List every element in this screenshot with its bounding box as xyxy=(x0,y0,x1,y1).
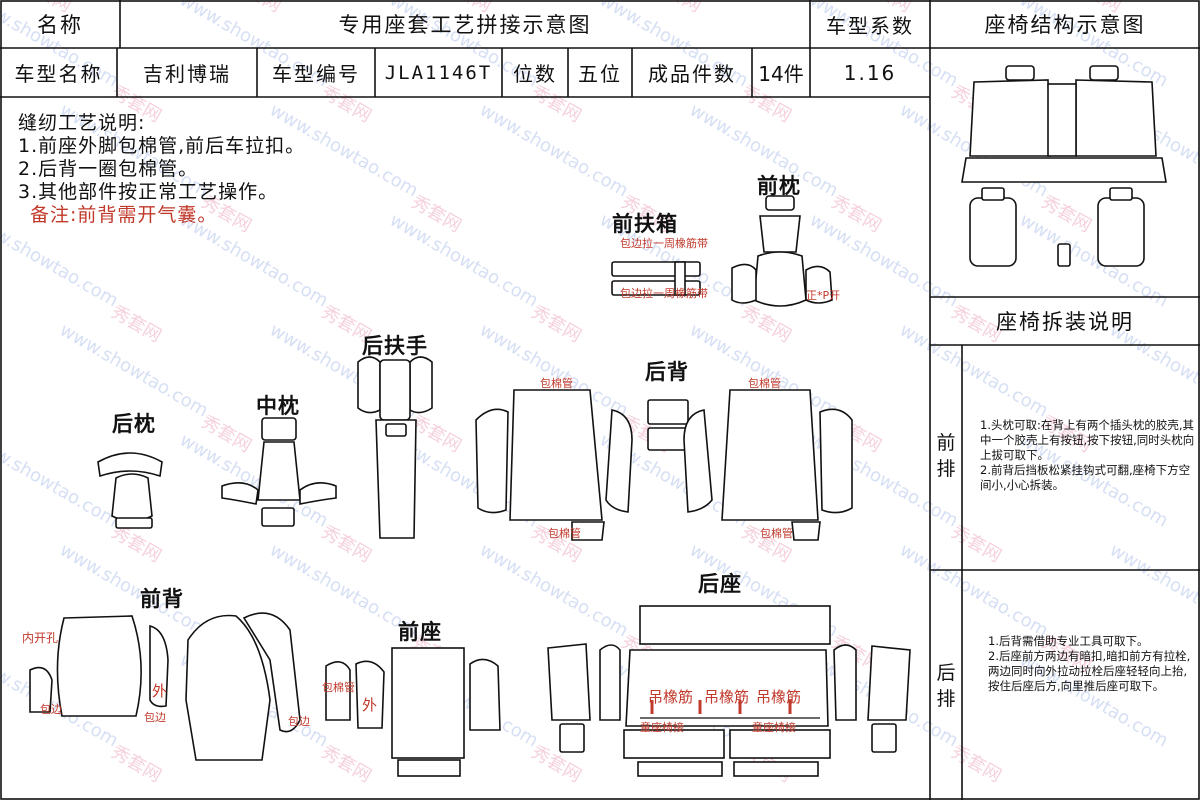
label-front-pillow: 前枕 xyxy=(757,174,801,198)
annot-bao-mian-guan-rear-back-left: 包棉管 xyxy=(540,377,573,390)
annot-zheng-kai: 正*P开 xyxy=(806,289,841,302)
model-code-label: 车型编号 xyxy=(272,62,360,86)
structure-diagram xyxy=(961,65,1167,267)
sewing-notes: 缝纫工艺说明: 1.前座外脚包棉管,前后车拉扣。 2.后背一圈包棉管。 3.其他… xyxy=(18,112,305,227)
seats-label: 位数 xyxy=(513,62,557,86)
front-pillow-pieces xyxy=(731,195,833,307)
label-front-armbox: 前扶箱 xyxy=(612,212,678,236)
rear-row-label: 后排 xyxy=(936,662,956,710)
annot-tong-zuo-yi-jie-1: 童座椅接 xyxy=(640,721,684,734)
annot-bao-mian-guan-rear-back-bottom: 包棉管 xyxy=(548,527,581,540)
annot-bao-mian-guan-rear-back-bottom-right: 包棉管 xyxy=(760,527,793,540)
disassembly-title: 座椅拆装说明 xyxy=(996,310,1134,334)
annot-wai-front-back: 外 xyxy=(152,682,168,700)
annot-diao-xiang-jin-2: 吊橡筋 xyxy=(704,688,750,706)
annot-edge-strip-1: 包边拉一周橡筋带 xyxy=(620,237,708,250)
notes-item-1: 1.前座外脚包棉管,前后车拉扣。 xyxy=(18,135,306,157)
front-row-instructions: 1.头枕可取:在背上有两个插头枕的胶壳,其中一个胶壳上有按钮,按下按钮,同时头枕… xyxy=(980,418,1195,492)
label-rear-seat: 后座 xyxy=(698,572,742,596)
mid-pillow-pieces xyxy=(221,417,337,527)
label-mid-pillow: 中枕 xyxy=(256,394,300,418)
name-label: 名称 xyxy=(37,13,83,37)
annot-edge-strip-2: 包边拉一周橡筋带 xyxy=(620,287,708,300)
notes-item-3: 3.其他部件按正常工艺操作。 xyxy=(18,181,279,203)
notes-title: 缝纫工艺说明: xyxy=(18,112,146,134)
model-code: JLA1146T xyxy=(384,61,493,84)
notes-item-2: 2.后背一圈包棉管。 xyxy=(18,158,199,180)
label-rear-pillow: 后枕 xyxy=(112,412,156,436)
notes-remark: 备注:前背需开气囊。 xyxy=(30,204,218,226)
rear-back-pieces xyxy=(475,389,853,541)
annot-tong-zuo-yi-jie-2: 童座椅接 xyxy=(752,721,796,734)
pieces-label: 成品件数 xyxy=(648,62,736,86)
annot-bao-bian-1: 包边 xyxy=(40,703,62,716)
model-name-label: 车型名称 xyxy=(14,62,103,86)
label-rear-armrest: 后扶手 xyxy=(362,334,428,358)
pattern-drawings xyxy=(29,195,911,777)
annot-bao-bian-3: 包边 xyxy=(288,715,310,728)
annot-bao-bian-2: 包边 xyxy=(144,711,166,724)
annot-bao-mian-guan-rear-back-right: 包棉管 xyxy=(748,377,781,390)
page-title: 专用座套工艺拼接示意图 xyxy=(338,13,592,37)
rear-seat-pieces xyxy=(547,605,911,777)
coef-label: 车型系数 xyxy=(826,13,914,38)
front-seat-pieces xyxy=(325,647,501,777)
annot-wai-front-seat: 外 xyxy=(362,696,378,714)
coef-value: 1.16 xyxy=(843,60,897,85)
annot-inner-hole: 内开孔 xyxy=(22,631,59,645)
seats-value: 五位 xyxy=(578,62,622,86)
annot-bao-mian-guan-front-seat: 包棉管 xyxy=(322,681,355,694)
label-rear-back: 后背 xyxy=(645,360,689,384)
annot-diao-xiang-jin-3: 吊橡筋 xyxy=(756,688,802,706)
front-back-pieces xyxy=(29,612,301,761)
annot-diao-xiang-jin-1: 吊橡筋 xyxy=(648,688,694,706)
rear-row-instructions: 1.后背需借助专业工具可取下。 2.后座前方两边有暗扣,暗扣前方有拉栓,两边同时… xyxy=(988,634,1191,693)
label-front-seat: 前座 xyxy=(398,620,442,644)
structure-title: 座椅结构示意图 xyxy=(984,13,1146,37)
model-name: 吉利博瑞 xyxy=(143,62,231,86)
front-row-label: 前排 xyxy=(936,432,956,480)
pieces-value: 14件 xyxy=(758,62,804,86)
rear-armrest-pieces xyxy=(357,356,433,539)
front-armbox-pieces xyxy=(611,261,701,296)
rear-pillow-pieces xyxy=(97,452,163,529)
label-front-back: 前背 xyxy=(140,587,184,611)
